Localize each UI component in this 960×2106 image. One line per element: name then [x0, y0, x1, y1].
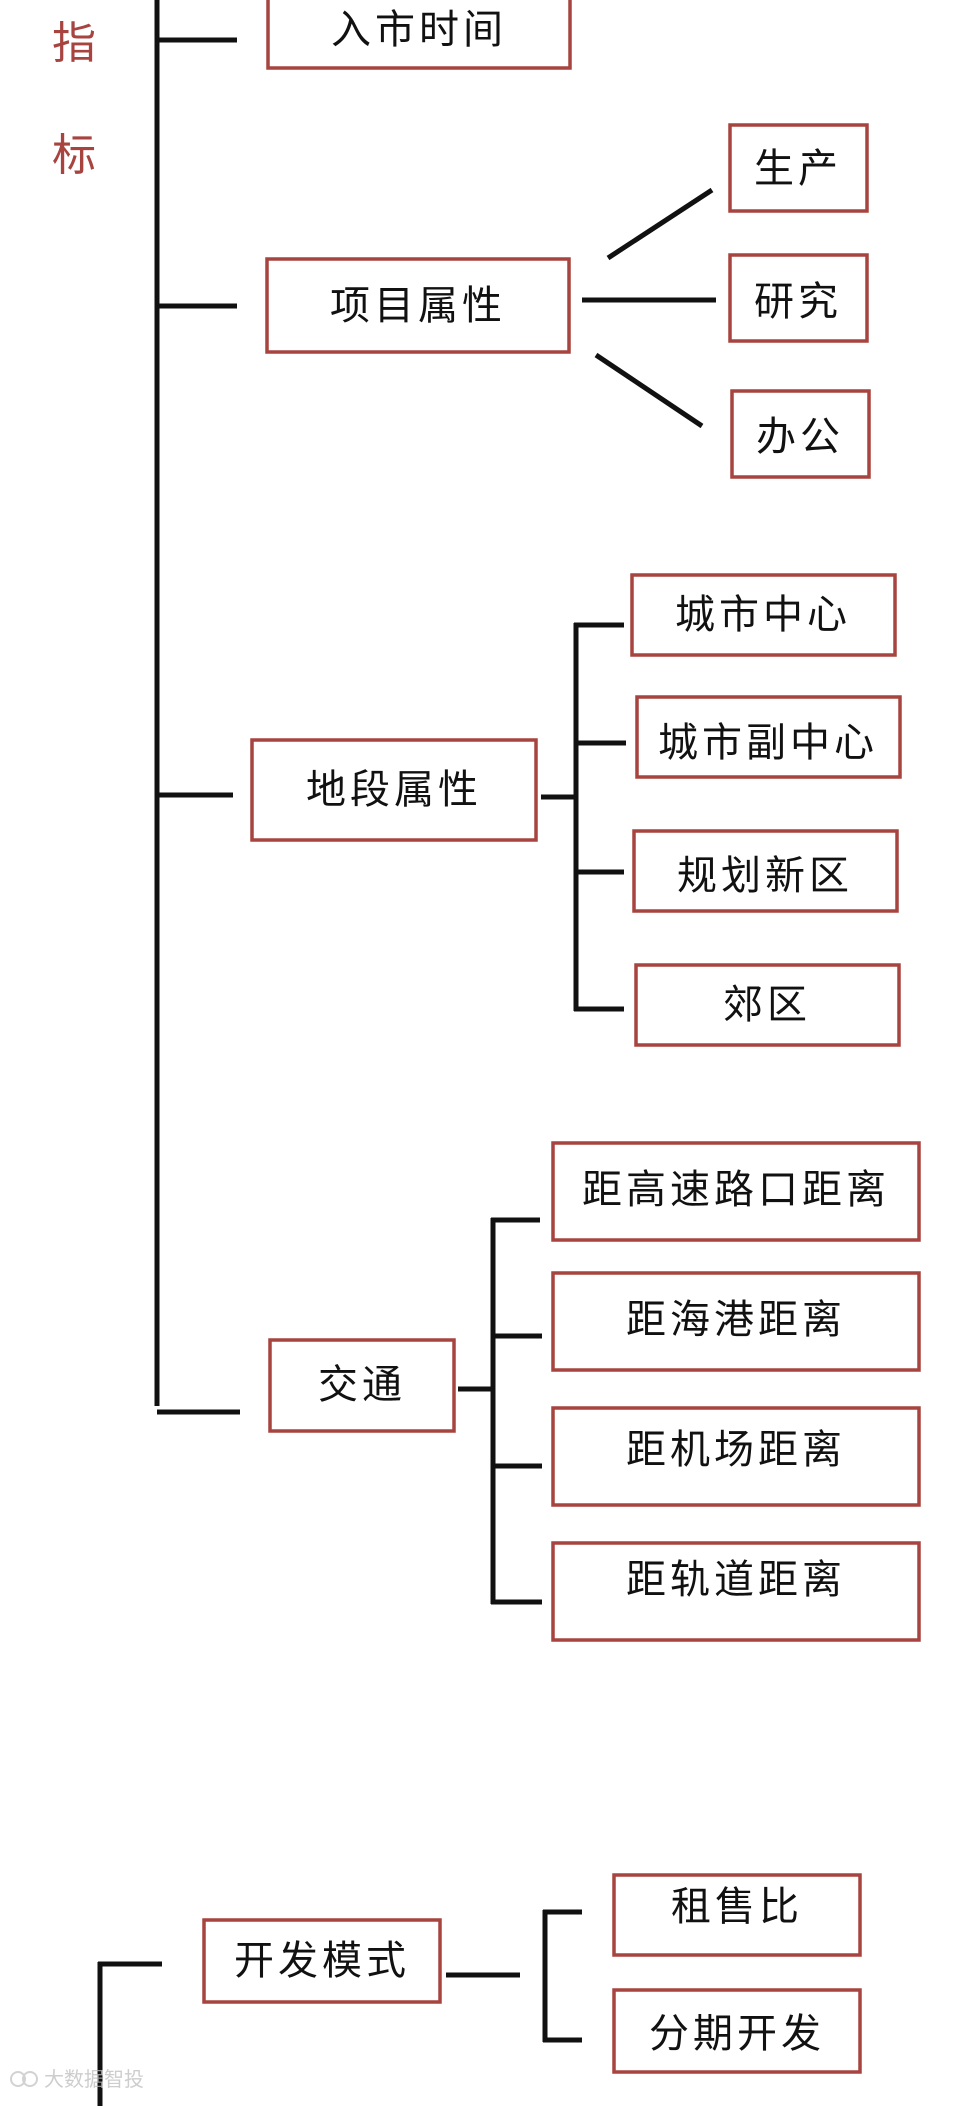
svg-text:郊区: 郊区 — [723, 982, 811, 1028]
svg-text:距轨道距离: 距轨道距离 — [626, 1557, 846, 1603]
svg-text:办公: 办公 — [756, 414, 844, 460]
node-city-subcenter: 城市副中心 — [635, 695, 902, 779]
watermark-text: 大数据智投 — [44, 2067, 144, 2091]
link-office — [594, 352, 704, 429]
node-rent-sale-ratio: 租售比 — [612, 1873, 862, 1957]
link-production — [606, 187, 714, 261]
side-label-zhi: 指 — [52, 18, 96, 69]
svg-text:研究: 研究 — [754, 279, 842, 325]
svg-text:距海港距离: 距海港距离 — [626, 1297, 846, 1343]
node-transport: 交通 — [268, 1338, 456, 1433]
svg-text:城市副中心: 城市副中心 — [658, 720, 878, 766]
watermark: 大数据智投 — [10, 2067, 144, 2091]
node-production: 生产 — [728, 123, 869, 213]
svg-text:距机场距离: 距机场距离 — [626, 1427, 846, 1473]
node-office: 办公 — [730, 389, 871, 479]
svg-text:租售比: 租售比 — [671, 1884, 803, 1930]
node-dev-mode: 开发模式 — [202, 1918, 442, 2004]
svg-text:开发模式: 开发模式 — [234, 1938, 410, 1984]
watermark-logo-icon — [10, 2071, 26, 2087]
node-dist-highway: 距高速路口距离 — [551, 1141, 921, 1242]
node-entry-time: 入市时间 — [266, 0, 572, 70]
side-label-biao: 标 — [52, 130, 96, 181]
node-project-attr: 项目属性 — [265, 257, 571, 354]
node-dist-seaport: 距海港距离 — [551, 1271, 921, 1372]
svg-text:距高速路口距离: 距高速路口距离 — [582, 1167, 890, 1213]
node-dist-airport: 距机场距离 — [551, 1406, 921, 1507]
node-location-attr: 地段属性 — [250, 738, 538, 842]
svg-text:入市时间: 入市时间 — [331, 7, 507, 53]
node-planned-new-district: 规划新区 — [632, 829, 899, 913]
svg-text:地段属性: 地段属性 — [306, 767, 482, 813]
node-research: 研究 — [728, 253, 869, 343]
node-dist-rail: 距轨道距离 — [551, 1541, 921, 1642]
node-phased-dev: 分期开发 — [612, 1988, 862, 2074]
svg-text:规划新区: 规划新区 — [677, 853, 853, 899]
svg-text:城市中心: 城市中心 — [675, 592, 851, 638]
svg-text:生产: 生产 — [754, 146, 842, 192]
node-city-center: 城市中心 — [630, 573, 897, 657]
svg-text:分期开发: 分期开发 — [649, 2011, 825, 2057]
svg-text:交通: 交通 — [318, 1362, 406, 1408]
node-suburb: 郊区 — [634, 963, 901, 1047]
svg-text:项目属性: 项目属性 — [330, 283, 506, 329]
